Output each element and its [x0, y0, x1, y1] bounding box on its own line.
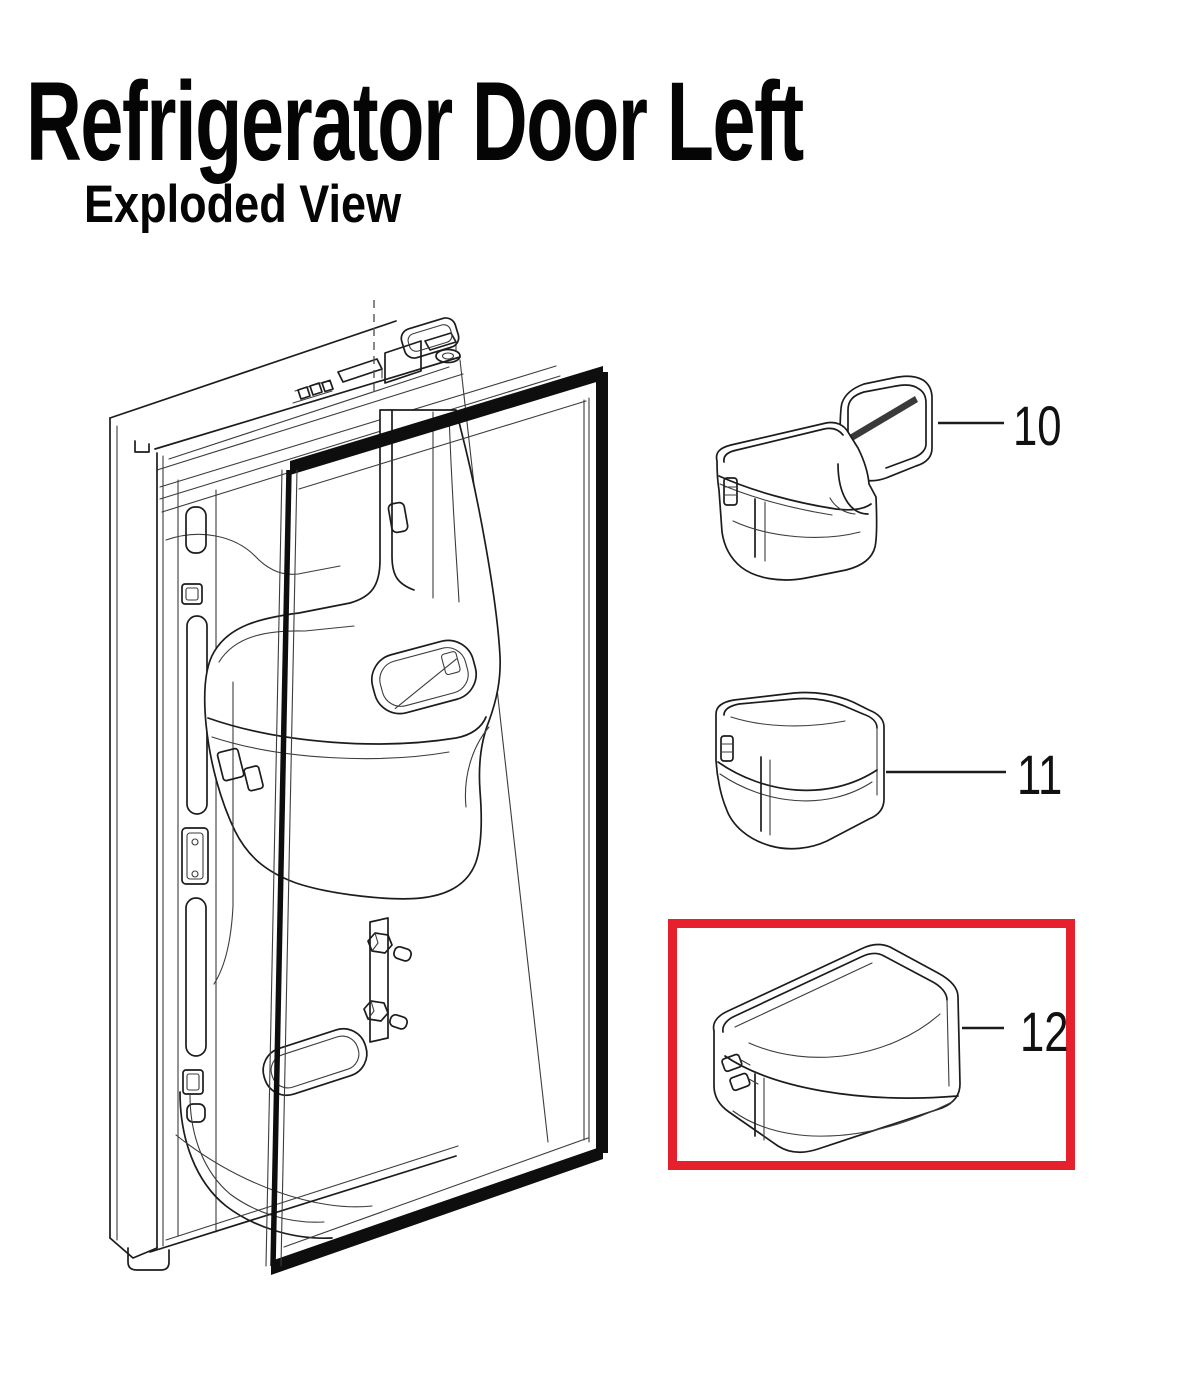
dispenser-housing: [203, 409, 501, 985]
bottom-pocket: [262, 1027, 368, 1097]
part-label-11: 11: [1017, 743, 1063, 806]
part-12-highlight-box: [668, 919, 1075, 1170]
part-12-drawing: [712, 943, 961, 1153]
hinge-pin: [435, 348, 461, 364]
hinge-latch-detail: [292, 379, 334, 404]
page-title: Refrigerator Door Left: [26, 59, 804, 184]
page-subtitle: Exploded View: [84, 175, 402, 234]
door-assembly-drawing: [109, 300, 565, 1271]
hinge-cover-cap: [400, 317, 460, 359]
dispenser-recess: [371, 639, 477, 715]
part-label-10: 10: [1013, 394, 1062, 457]
part-11-drawing: [715, 691, 885, 850]
part-label-12: 12: [1020, 1000, 1069, 1063]
liner-slots: [181, 506, 209, 1123]
mounting-rail-and-bolts: [363, 917, 413, 1043]
door-gasket-drawing: [265, 366, 608, 1275]
part-10-drawing: [715, 375, 933, 581]
